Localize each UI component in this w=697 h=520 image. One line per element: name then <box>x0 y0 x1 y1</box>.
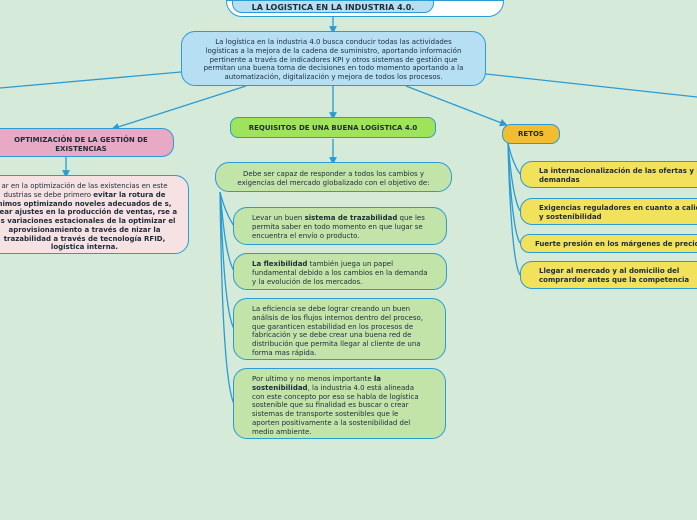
bold-text-run: La flexibilidad <box>252 260 308 268</box>
bold-text-run: sistema de trazabilidad <box>304 214 398 222</box>
text-run: ar en la optimización de las existencias… <box>1 182 168 199</box>
existencias-heading-node[interactable]: OPTIMIZACIÓN DE LA GESTIÓN DE EXISTENCIA… <box>0 128 174 157</box>
requisito-item[interactable]: Levar un buen sistema de trazabilidad qu… <box>233 207 447 245</box>
requisito-eficiencia-text: La eficiencia se debe lograr creando un … <box>252 305 423 357</box>
existencias-body-text: ar en la optimización de las existencias… <box>0 182 177 251</box>
central-topic-text: La logística en la industria 4.0 busca c… <box>203 38 464 81</box>
page-title[interactable]: LA LOGISTICA EN LA INDUSTRIA 4.0. <box>232 0 434 13</box>
requisito-flexibilidad-text: La flexibilidad también juega un papel f… <box>252 260 428 286</box>
reto-item[interactable]: Exigencias reguladores en cuanto a calid… <box>520 198 697 225</box>
reto-item[interactable]: Llegar al mercado y al domicilio del com… <box>520 261 697 289</box>
text-run: Levar un buen <box>252 214 305 222</box>
reto-internacionalizacion-text: La internacionalización de las ofertas y… <box>539 167 697 184</box>
reto-presion-precio-text: Fuerte presión en los márgenes de precio <box>535 240 697 248</box>
requisito-item[interactable]: Por ultimo y no menos importante la sost… <box>233 368 446 439</box>
requisito-item[interactable]: La eficiencia se debe lograr creando un … <box>233 298 446 360</box>
reto-exigencias-text: Exigencias reguladores en cuanto a calid… <box>539 204 697 221</box>
retos-heading-node[interactable]: RETOS <box>502 124 560 144</box>
reto-item[interactable]: La internacionalización de las ofertas y… <box>520 161 697 188</box>
requisito-sostenibilidad-text: Por ultimo y no menos importante la sost… <box>252 375 419 436</box>
requisitos-heading-text: REQUISITOS DE UNA BUENA LOGÍSTICA 4.0 <box>248 124 418 132</box>
reto-item[interactable]: Fuerte presión en los márgenes de precio <box>520 234 697 253</box>
requisito-trazabilidad-text: Levar un buen sistema de trazabilidad qu… <box>252 214 425 240</box>
text-run: La eficiencia se debe lograr creando un … <box>252 305 424 357</box>
requisito-item[interactable]: La flexibilidad también juega un papel f… <box>233 253 447 290</box>
bold-text-run: evitar la rotura de nimos optimizando no… <box>0 190 178 252</box>
text-run: también juega un papel fundamental debid… <box>252 260 428 286</box>
central-topic-node[interactable]: La logística en la industria 4.0 busca c… <box>181 31 486 86</box>
title-frame: LA LOGISTICA EN LA INDUSTRIA 4.0. <box>226 0 504 17</box>
text-run: , la industria 4.0 está alineada con est… <box>252 383 419 436</box>
bold-text-run: la sostenibilidad <box>252 375 382 392</box>
requisitos-lead-text: Debe ser capaz de responder a todos los … <box>237 170 430 187</box>
retos-heading-text: RETOS <box>518 130 544 138</box>
requisitos-heading-node[interactable]: REQUISITOS DE UNA BUENA LOGÍSTICA 4.0 <box>230 117 436 138</box>
text-run: Por ultimo y no menos importante <box>252 375 374 383</box>
existencias-body-node[interactable]: ar en la optimización de las existencias… <box>0 175 189 254</box>
requisitos-lead-node[interactable]: Debe ser capaz de responder a todos los … <box>215 162 452 192</box>
text-run: que les permita saber en todo momento en… <box>252 214 425 240</box>
reto-llegar-mercado-text: Llegar al mercado y al domicilio del com… <box>539 267 690 284</box>
existencias-heading-text: OPTIMIZACIÓN DE LA GESTIÓN DE EXISTENCIA… <box>14 136 148 153</box>
